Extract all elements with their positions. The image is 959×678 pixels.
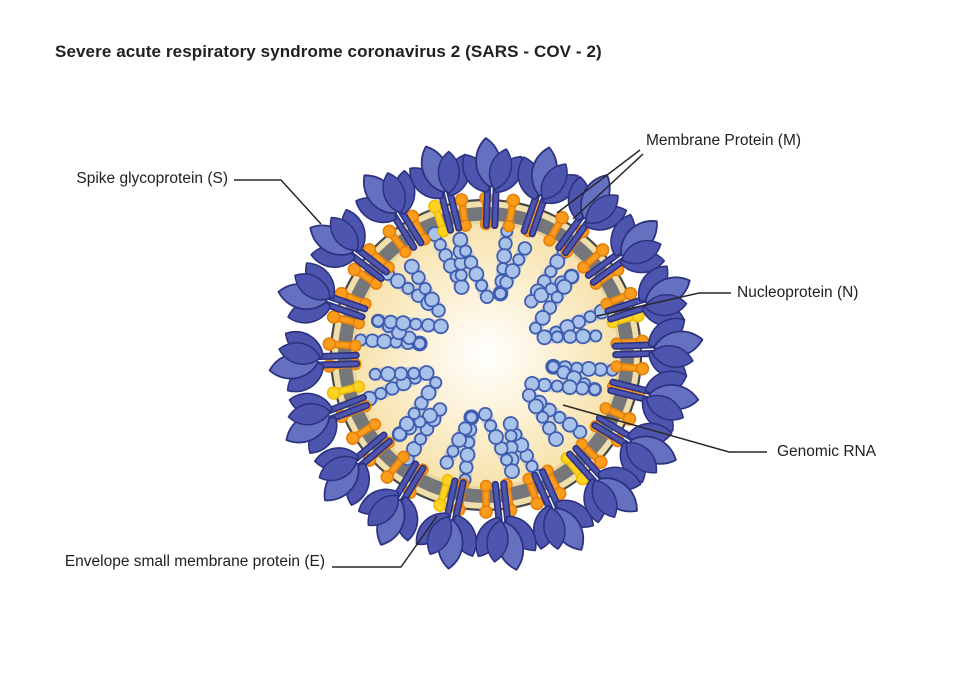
spike-glycoprotein-shape: [517, 146, 579, 238]
spike-glycoprotein-shape: [277, 262, 369, 324]
label-membrane-protein: Membrane Protein (M): [646, 132, 802, 149]
membrane-protein-pin: [599, 402, 637, 426]
leader-genomic-rna: [562, 404, 767, 453]
leader-membrane-protein-2: [572, 153, 644, 220]
spike-glycoprotein-shape: [309, 208, 391, 283]
spike-glycoprotein-shape: [462, 137, 524, 230]
envelope-protein-pin: [433, 474, 454, 512]
membrane-protein-pin: [382, 224, 412, 258]
envelope-protein-pin: [326, 380, 366, 400]
spike-glycoprotein-shape: [604, 265, 691, 327]
membrane-protein-pin: [577, 243, 610, 274]
spike-glycoprotein-shape: [355, 169, 425, 251]
membrane-protein-pin: [322, 337, 362, 353]
spike-glycoprotein-shape: [475, 480, 537, 571]
spike-glycoprotein-shape: [607, 370, 700, 432]
envelope-protein-pin: [560, 452, 590, 486]
membrane-protein-pin: [502, 193, 521, 233]
envelope-protein-pin: [428, 199, 450, 238]
spike-glycoprotein-shape: [415, 477, 478, 570]
label-spike-glycoprotein: Spike glycoprotein (S): [76, 170, 228, 187]
membrane-protein-pin: [479, 479, 493, 519]
diagram-title: Severe acute respiratory syndrome corona…: [55, 42, 602, 61]
membrane-protein-pin: [380, 450, 410, 484]
spike-glycoprotein-shape: [584, 213, 665, 286]
membrane-protein-pin: [575, 438, 608, 469]
spike-glycoprotein-shape: [409, 145, 471, 234]
leader-membrane-protein-1: [556, 149, 641, 214]
label-genomic-rna: Genomic RNA: [777, 443, 877, 460]
membrane-protein-pin: [610, 360, 650, 376]
spike-glycoprotein-shape: [314, 431, 393, 506]
leader-envelope-protein: [332, 515, 438, 568]
label-envelope-protein: Envelope small membrane protein (E): [64, 553, 325, 570]
membrane-protein-pin: [326, 310, 366, 330]
membrane-protein-pin: [522, 472, 544, 511]
spike-glycoprotein-shape: [285, 392, 371, 454]
leader-nucleoprotein: [596, 292, 731, 317]
spike-glycoprotein-shape: [566, 444, 642, 524]
membrane-protein-pin: [543, 210, 569, 247]
spike-glycoprotein-shape: [357, 460, 427, 546]
spike-glycoprotein-shape: [531, 468, 595, 551]
membrane-protein-pin: [454, 193, 472, 232]
spike-glycoprotein-shape: [268, 331, 361, 393]
label-nucleoprotein: Nucleoprotein (N): [737, 284, 859, 301]
leader-spike-glycoprotein: [234, 179, 322, 225]
membrane-protein-pin: [346, 418, 382, 445]
